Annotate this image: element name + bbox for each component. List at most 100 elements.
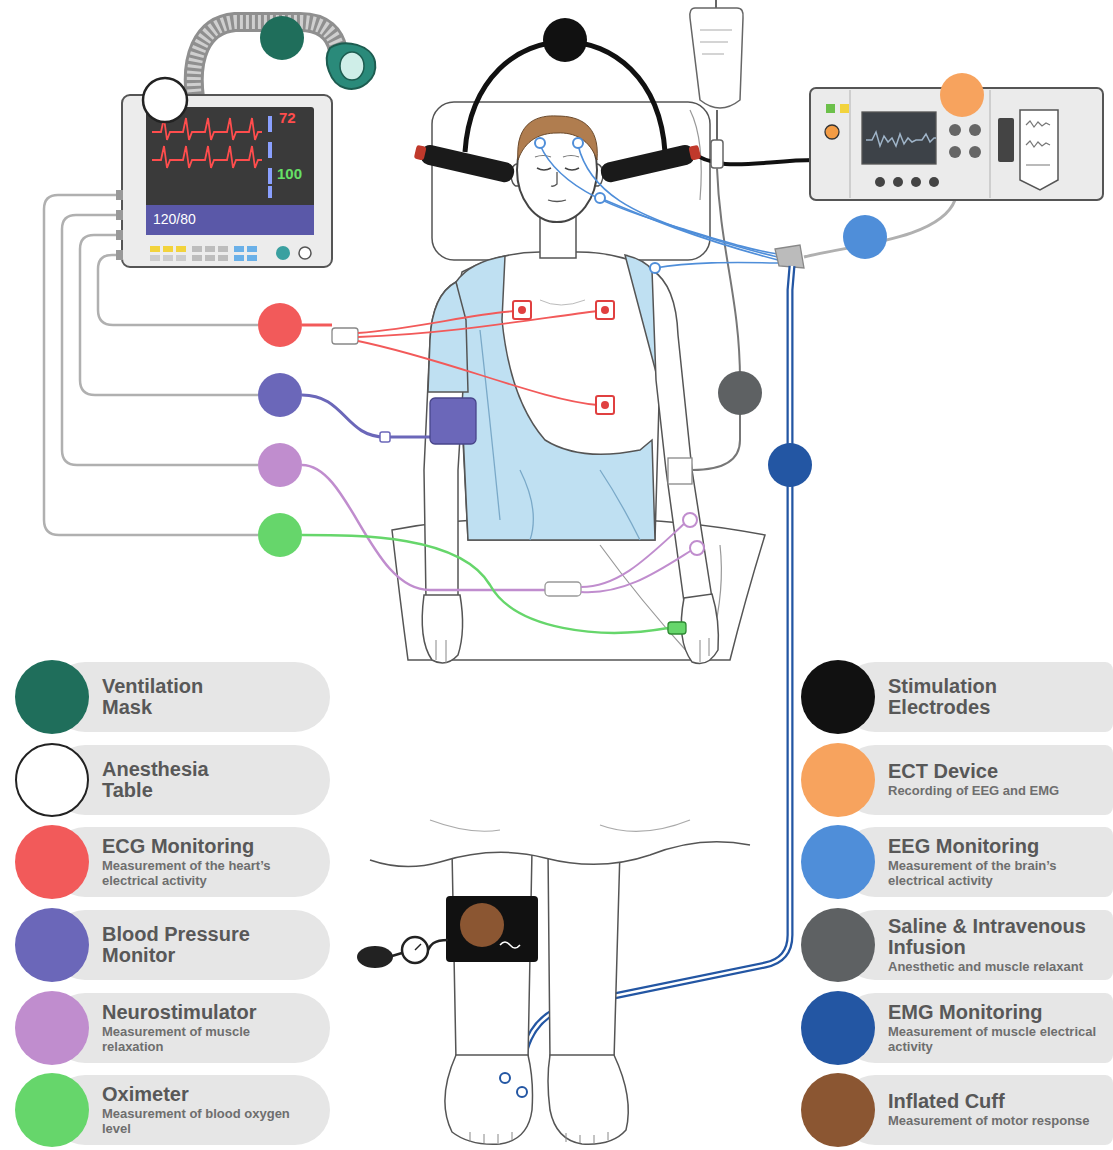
neurostimulator-leads: [690, 541, 704, 555]
patient-monitor: [247, 246, 257, 252]
legend-text-box: Saline & Intravenous InfusionAnesthetic …: [888, 916, 1108, 975]
patient-monitor: [205, 246, 215, 252]
ect-device: [998, 118, 1014, 162]
ecg-leads: [601, 401, 609, 409]
oximeter-lead: [258, 513, 302, 557]
patient-monitor: [268, 116, 272, 132]
legend-item: EMG MonitoringMeasurement of muscle elec…: [840, 993, 1113, 1063]
legend-item: Blood Pressure Monitor: [50, 910, 330, 980]
legend-item: NeurostimulatorMeasurement of muscle rel…: [50, 993, 330, 1063]
ect-device: [1020, 110, 1058, 190]
blood-pressure-cuff: [258, 373, 476, 444]
patient-monitor: [143, 78, 187, 122]
legend-text-box: Ventilation Mask: [102, 676, 310, 718]
legend-swatch: [15, 825, 89, 899]
stimulation-electrodes: [599, 142, 702, 184]
iv-infusion: [690, 8, 743, 108]
monitor-cable: [44, 195, 258, 535]
patient-arm: [428, 282, 468, 392]
patient-monitor: [150, 255, 160, 261]
legend-text-box: Blood Pressure Monitor: [102, 924, 310, 966]
ecg-leads: [258, 303, 302, 347]
legend-swatch: [15, 743, 89, 817]
patient-monitor: [247, 255, 257, 261]
neurostimulator-leads: [581, 550, 692, 592]
inflated-cuff: [428, 940, 448, 950]
eeg-leads: [775, 245, 804, 268]
iv-infusion: [716, 110, 718, 140]
eeg-leads: [655, 263, 778, 268]
ect-device: [875, 177, 885, 187]
legend-item: OximeterMeasurement of blood oxygen leve…: [50, 1075, 330, 1145]
legend-title: EMG Monitoring: [888, 1002, 1096, 1023]
neurostimulator-leads: [302, 465, 545, 590]
legend-swatch: [801, 660, 875, 734]
patient-head: [511, 116, 603, 258]
legend-item: EEG MonitoringMeasurement of the brain’s…: [840, 827, 1113, 897]
inflated-cuff: [415, 944, 421, 950]
oximeter-lead: [302, 535, 668, 633]
legend-swatch: [15, 660, 89, 734]
legend-subtitle: Measurement of motor response: [888, 1114, 1108, 1129]
legend-item: ECT DeviceRecording of EEG and EMG: [840, 745, 1113, 815]
ecg-leads: [332, 328, 358, 344]
ect-device: [826, 104, 835, 113]
legend-item: Stimulation Electrodes: [840, 662, 1113, 732]
legend-title: Blood Pressure Monitor: [102, 924, 302, 966]
iv-infusion: [715, 0, 717, 8]
ect-device: [929, 177, 939, 187]
iv-infusion: [700, 30, 732, 54]
bed-sheet: [370, 842, 750, 867]
emg-electrodes: [517, 1087, 527, 1097]
legend-title: EEG Monitoring: [888, 836, 1096, 857]
legend-title: Saline & Intravenous Infusion: [888, 916, 1108, 958]
legend-title: Stimulation Electrodes: [888, 676, 1028, 718]
patient-monitor: [176, 255, 186, 261]
monitor-cable: [98, 255, 258, 325]
blood-pressure-cuff: [380, 432, 390, 442]
ecg-leads: [513, 301, 531, 319]
eeg-leads: [535, 138, 804, 273]
legend-subtitle: Measurement of muscle electrical activit…: [888, 1025, 1108, 1054]
ect-device: [949, 146, 961, 158]
legend-item: Anesthesia Table: [50, 745, 330, 815]
patient-head: [535, 156, 579, 158]
oximeter-lead: [258, 513, 686, 634]
inflated-cuff: [446, 896, 538, 962]
legend-text-box: EEG MonitoringMeasurement of the brain’s…: [888, 836, 1108, 888]
legend-text-box: NeurostimulatorMeasurement of muscle rel…: [102, 1002, 310, 1054]
legend-subtitle: Measurement of muscle relaxation: [102, 1025, 310, 1054]
patient-monitor: [163, 246, 173, 252]
hospital-gown: [480, 330, 500, 520]
legend-text-box: ECT DeviceRecording of EEG and EMG: [888, 761, 1108, 799]
patient-torso: [456, 252, 662, 540]
legend-text-box: Stimulation Electrodes: [888, 676, 1108, 718]
patient-monitor: [299, 247, 311, 259]
eeg-leads: [573, 138, 583, 148]
stimulation-electrodes: [543, 18, 587, 62]
ecg-leads: [518, 306, 526, 314]
ecg-leads: [358, 311, 516, 333]
stimulation-electrodes: [414, 145, 427, 161]
stimulation-electrodes: [599, 143, 696, 184]
legend-item: ECG MonitoringMeasurement of the heart’s…: [50, 827, 330, 897]
legend-title: Oximeter: [102, 1084, 310, 1105]
bed-sheet: [430, 820, 690, 831]
legend-swatch: [801, 991, 875, 1065]
ect-device: [862, 112, 936, 164]
ecg-leads: [601, 306, 609, 314]
ect-device: [969, 146, 981, 158]
ventilation-mask: [340, 52, 364, 80]
blood-pressure-cuff: [258, 373, 302, 417]
neurostimulator-leads: [683, 513, 697, 527]
patient-monitor: [116, 210, 123, 220]
iv-infusion: [692, 168, 740, 470]
ect-device: [840, 104, 849, 113]
emg-lead: [522, 266, 792, 1088]
legend-subtitle: Anesthetic and muscle relaxant: [888, 960, 1108, 975]
ect-cable: [804, 200, 955, 259]
legend-subtitle: Measurement of blood oxygen level: [102, 1107, 310, 1136]
bed-sheet: [370, 780, 750, 867]
eeg-leads: [595, 193, 605, 203]
eeg-leads: [540, 145, 778, 254]
